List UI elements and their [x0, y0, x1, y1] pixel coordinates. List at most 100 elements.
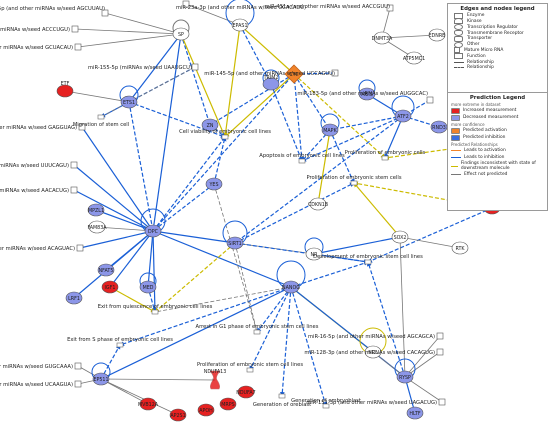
label-f_viability: Cell viability of embryonic cell lines	[179, 129, 271, 135]
legend-item-7: Function	[448, 53, 547, 60]
edge-ep511-ap2s	[100, 378, 179, 416]
node-f_migration	[97, 114, 105, 120]
node-sp	[172, 27, 190, 41]
node-mir128	[436, 348, 444, 356]
edge-mir21-sp	[104, 12, 182, 35]
label-mir101: miR-101-3p (and other miRNAs w/seed ACAG…	[0, 246, 75, 252]
edge-cyc-mapk	[293, 73, 331, 131]
label-let7a: let-7a-5p (and other miRNAs w/seed GAGGU…	[0, 125, 77, 131]
edge-mir221-sp	[77, 32, 182, 48]
legend-activation: Predicted activation	[448, 127, 547, 134]
label-nfat5: NFAT5	[99, 268, 114, 274]
legend-swatch-8	[454, 61, 464, 63]
node-ep511	[92, 372, 110, 386]
legend-rel-not-predicted: Effect not predicted	[448, 171, 547, 178]
label-sox2: SOX2	[394, 235, 407, 241]
label-mir155: miR-155-5p (miRNAs w/seed UAAUGCU)	[88, 65, 192, 71]
legend-swatch-5	[454, 41, 463, 48]
legend-swatch-7	[454, 53, 463, 60]
legend-section-measurement: more extreme in dataset	[451, 102, 501, 107]
edge-dpc-igf1	[109, 230, 154, 288]
edge-atf2-f_apoptosis	[301, 115, 404, 162]
node-ednrb	[428, 28, 446, 42]
label-mpz: MPZL1	[88, 208, 104, 214]
node-nfat5	[97, 263, 115, 277]
node-f_prolif_emb	[381, 155, 389, 161]
legend-rel-activation: Leads to activation	[448, 147, 547, 154]
edge-ets1-etf	[64, 89, 130, 103]
legend-item-4: Transporter	[448, 35, 547, 42]
node-mir155	[191, 63, 199, 71]
node-f_gen_emb	[322, 403, 330, 409]
label-trim: TRIM2	[263, 75, 279, 81]
edge-med-f_exit	[147, 286, 157, 313]
edge-trim-f_apoptosis	[270, 83, 303, 162]
label-mir23a: miR-23a-3p (and other miRNAs w/seed UCAC…	[176, 5, 306, 11]
edge-sirt1-f_exit	[154, 242, 236, 313]
label-f_arrest: Arrest in G1 phase of embryonic stem cel…	[196, 324, 319, 330]
edge-mir23a-epas1	[185, 3, 241, 26]
label-ets1: ETS1	[123, 100, 135, 106]
label-rtk: RTK	[455, 246, 465, 252]
label-epas1: EPAS1	[233, 23, 248, 29]
edge-sp-ets1	[128, 33, 182, 103]
label-mir16: miR-16-5p (and other miRNAs w/seed AGCAG…	[308, 334, 435, 340]
edge-epas1-cyc	[239, 24, 295, 75]
label-apoh: APOH	[199, 408, 213, 414]
label-lrf1: LRF1	[68, 296, 80, 302]
edge-dpc-f_exit	[152, 230, 158, 313]
node-mir451a	[386, 4, 394, 12]
node-med	[139, 280, 157, 294]
edge-mapk-f_prolif_stem	[329, 129, 355, 184]
node-f_viability	[221, 134, 229, 140]
node-lrf1	[65, 291, 83, 305]
label-dpc: DPC	[148, 229, 159, 235]
label-zn: ZN	[207, 123, 214, 129]
label-ndufa7: NDUFA7	[236, 390, 255, 396]
edge-mir30a-dpc	[73, 164, 154, 232]
node-mir141	[70, 186, 78, 194]
legend-item-8: Relationship	[448, 60, 547, 65]
edge-epas1-f_viability	[223, 24, 241, 138]
label-sirt1: SIRT1	[228, 241, 241, 247]
edge-nanog-f_exit_s	[119, 286, 292, 346]
edge-yes-f_arrest	[213, 183, 258, 333]
edge-igf1-f_exit	[109, 286, 156, 313]
node-atp5mc1	[405, 51, 423, 65]
label-f_exit: Exit from quiescence of embryonic cell l…	[98, 304, 213, 310]
node-sox2	[391, 230, 409, 244]
edge-let7a-dpc	[81, 126, 154, 232]
edge-yes-f_viability	[213, 136, 227, 185]
node-cdkn1b	[309, 197, 327, 211]
legend-section-prediction: more confidence	[451, 122, 485, 127]
label-mir151: miR-151-3p (and other miRNAs w/seed UAGA…	[306, 400, 437, 406]
edge-tdgf1-f_prolif_stem	[353, 181, 493, 209]
node-nr	[305, 247, 323, 261]
label-etf: ETF	[61, 81, 70, 87]
legend-swatch-4	[454, 35, 463, 42]
label-ncl: NCL	[368, 350, 378, 356]
label-ap2s: AP2S1	[170, 413, 185, 419]
label-atp5mc1: ATP5MC1	[403, 56, 425, 62]
legend-swatch-2	[454, 24, 463, 31]
label-mir30a: miR-30a-3p (and other miRNAs w/seed UUUC…	[0, 163, 69, 169]
edge-mir141-dpc	[73, 189, 154, 232]
node-mpz	[87, 203, 105, 217]
node-f_exit_s	[116, 342, 124, 348]
edge-dpc-sirt1	[152, 230, 236, 245]
edge-sirt1-f_prolif_stem	[234, 182, 355, 244]
label-igf1: IGF1	[105, 285, 116, 291]
edge-sox2-rysp	[399, 236, 407, 378]
label-cdkn1b: CDKN1B	[308, 202, 328, 208]
node-yes	[205, 177, 223, 191]
label-hlt: HLTF	[409, 411, 421, 417]
node-epas1	[231, 18, 249, 32]
node-f_exit	[151, 309, 159, 315]
node-mir183	[426, 96, 434, 104]
label-rysp: RYSP	[399, 375, 411, 381]
node-ndufa13	[209, 370, 221, 390]
node-mvb12a	[139, 397, 157, 411]
edge-mir10a-sp	[74, 28, 182, 36]
label-rnd3: RND3	[432, 125, 446, 131]
